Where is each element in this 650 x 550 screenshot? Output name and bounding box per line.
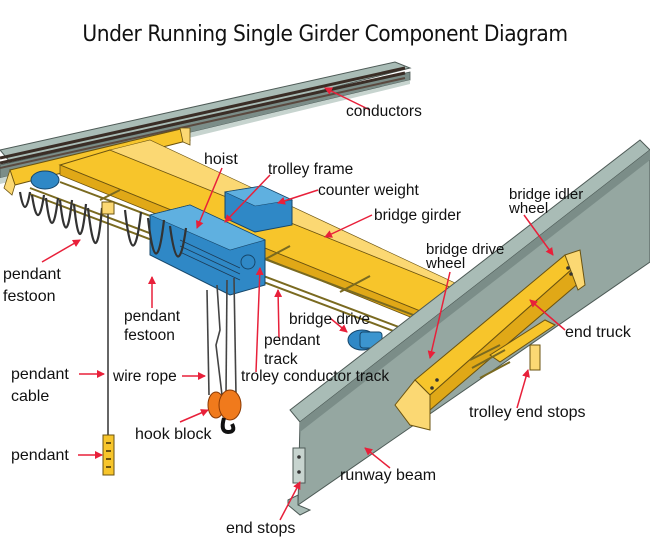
label-bridge-idler-wheel: bridge idler wheel xyxy=(509,186,584,217)
label-counter-weight: counter weight xyxy=(318,182,419,199)
arrow-end-truck xyxy=(529,299,566,331)
pendant-festoon-loops xyxy=(18,191,188,258)
label-end-stops: end stops xyxy=(226,520,296,537)
annotation-arrows xyxy=(41,87,566,521)
conductors xyxy=(0,66,406,169)
arrow-end-stops xyxy=(279,481,301,521)
label-runway-beam: runway beam xyxy=(340,467,437,484)
runway-beam xyxy=(287,139,650,516)
label-bridge-girder: bridge girder xyxy=(374,207,462,224)
label-pendant-track: pendant track xyxy=(264,331,320,369)
arrow-hoist xyxy=(196,167,223,229)
label-pendant-cable-line2: cable xyxy=(11,388,50,405)
label-pendant-festoon-left: pendant festoon xyxy=(3,264,61,308)
label-conductors: conductors xyxy=(346,103,422,120)
label-trolley-end-stops: trolley end stops xyxy=(469,404,586,421)
trolley-end-stops xyxy=(469,319,556,379)
label-bridge-idler-wheel-line2: wheel xyxy=(509,200,549,217)
arrow-bridge-drive xyxy=(329,317,348,333)
pendant-cable xyxy=(101,201,115,435)
arrow-bridge-idler-wheel xyxy=(523,214,554,256)
bridge-girder xyxy=(58,139,472,326)
label-end-truck: end truck xyxy=(565,324,631,341)
end-truck xyxy=(394,249,586,431)
label-pendant-cable-line1: pendant xyxy=(11,366,69,383)
hoist xyxy=(149,204,266,296)
arrow-bridge-drive-wheel xyxy=(427,271,451,359)
arrow-pendant-festoon-left xyxy=(41,239,81,263)
label-pendant-festoon-mid: pendant festoon xyxy=(124,307,180,345)
arrow-trolley-frame xyxy=(224,174,271,223)
hook-block xyxy=(207,389,242,435)
label-hook-block: hook block xyxy=(135,426,212,443)
arrow-pendant-track xyxy=(274,289,283,339)
arrow-bridge-girder xyxy=(324,214,373,238)
back-bridge-drive xyxy=(30,170,60,190)
arrow-counter-weight xyxy=(277,189,319,205)
label-pendant-track-line2: track xyxy=(264,351,298,368)
arrow-troley-conductor-track xyxy=(255,267,264,373)
label-pendant-festoon-mid-line1: pendant xyxy=(124,308,181,325)
label-trolley-frame: trolley frame xyxy=(268,161,354,178)
label-bridge-drive-wheel-line2: wheel xyxy=(426,255,466,272)
label-pendant-track-line1: pendant xyxy=(264,332,321,349)
label-bridge-idler-wheel-line1: bridge idler xyxy=(509,186,584,203)
label-bridge-drive-wheel: bridge drive wheel xyxy=(426,241,505,272)
arrow-conductors xyxy=(324,87,371,111)
diagram-title: Under Running Single Girder Component Di… xyxy=(82,22,568,47)
label-wire-rope: wire rope xyxy=(113,368,177,385)
pendant-control xyxy=(102,434,115,476)
label-pendant-festoon-left-line1: pendant xyxy=(3,266,61,283)
arrow-runway-beam xyxy=(364,447,391,469)
arrow-hook-block xyxy=(179,409,209,423)
label-bridge-drive-wheel-line1: bridge drive xyxy=(426,241,505,258)
label-hoist: hoist xyxy=(204,151,238,168)
wire-rope xyxy=(206,277,237,396)
end-stop xyxy=(292,447,306,484)
label-pendant-festoon-left-line2: festoon xyxy=(3,288,56,305)
label-pendant: pendant xyxy=(11,447,69,464)
label-pendant-festoon-mid-line2: festoon xyxy=(124,327,175,344)
label-troley-conductor-track: troley conductor track xyxy=(241,368,390,385)
label-pendant-cable: pendant cable xyxy=(11,364,69,408)
arrow-trolley-end-stops xyxy=(516,369,530,409)
label-bridge-drive: bridge drive xyxy=(289,311,370,328)
